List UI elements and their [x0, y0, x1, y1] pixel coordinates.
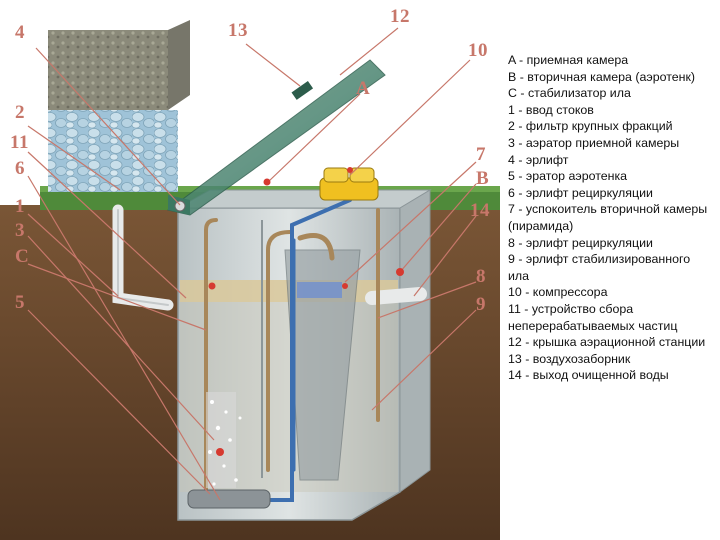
legend-item-7: 7 - успокоитель вторичной камеры (пирами… [508, 202, 708, 233]
legend-item-6: 6 - эрлифт рециркуляции [508, 185, 653, 200]
air-intake-icon [291, 80, 314, 100]
callout-c: C [15, 246, 30, 267]
callout-3: 3 [15, 220, 25, 241]
callout-11: 11 [10, 132, 29, 153]
gravel-layer [48, 30, 168, 110]
callout-12: 12 [390, 6, 410, 27]
callout-a: A [356, 78, 371, 99]
legend-item-1: 1 - ввод стоков [508, 102, 594, 117]
legend-item-a: A - приемная камера [508, 53, 629, 67]
callout-2: 2 [15, 102, 25, 123]
callout-10: 10 [468, 40, 488, 61]
legend-item-12: 12 - крышка аэрационной станции [508, 335, 706, 350]
legend-item-9: 9 - эрлифт стабилизированного ила [508, 252, 691, 283]
callout-8: 8 [476, 266, 486, 287]
legend-item-5: 5 - эратор аэротенка [508, 169, 628, 184]
compressor-icon [319, 167, 379, 201]
leader-lines [27, 27, 477, 501]
legend-item-11: 11 - устройство сбора неперерабатываемых… [508, 301, 678, 333]
legend-item-4: 4 - эрлифт [508, 152, 569, 167]
legend: A - приемная камера В - вторичная камера… [508, 52, 714, 384]
station-lid [166, 59, 386, 216]
callout-7: 7 [476, 144, 486, 165]
stone-filter-layer [48, 110, 178, 192]
callout-9: 9 [476, 294, 486, 315]
legend-item-c: С - стабилизатор ила [508, 86, 631, 101]
callout-6: 6 [15, 158, 25, 179]
legend-item-b: В - вторичная камера (аэротенк) [508, 69, 696, 84]
air-bubbles [208, 400, 242, 486]
callout-13: 13 [228, 20, 248, 41]
callout-1: 1 [15, 196, 25, 217]
legend-item-3: 3 - аэратор приемной камеры [508, 135, 680, 150]
bottom-aerator [187, 489, 271, 509]
callout-4: 4 [15, 22, 25, 43]
callout-b: B [476, 168, 490, 189]
callout-5: 5 [15, 292, 25, 313]
legend-item-10: 10 - компрессора [508, 285, 608, 300]
callout-14: 14 [470, 200, 490, 221]
septic-station-illustration [0, 20, 500, 540]
legend-item-2: 2 - фильтр крупных фракций [508, 119, 673, 134]
legend-item-14: 14 - выход очищенной воды [508, 368, 669, 383]
legend-item-8: 8 - эрлифт рециркуляции [508, 235, 653, 250]
callout-dots [208, 167, 404, 456]
legend-item-13: 13 - воздухозаборник [508, 351, 631, 366]
